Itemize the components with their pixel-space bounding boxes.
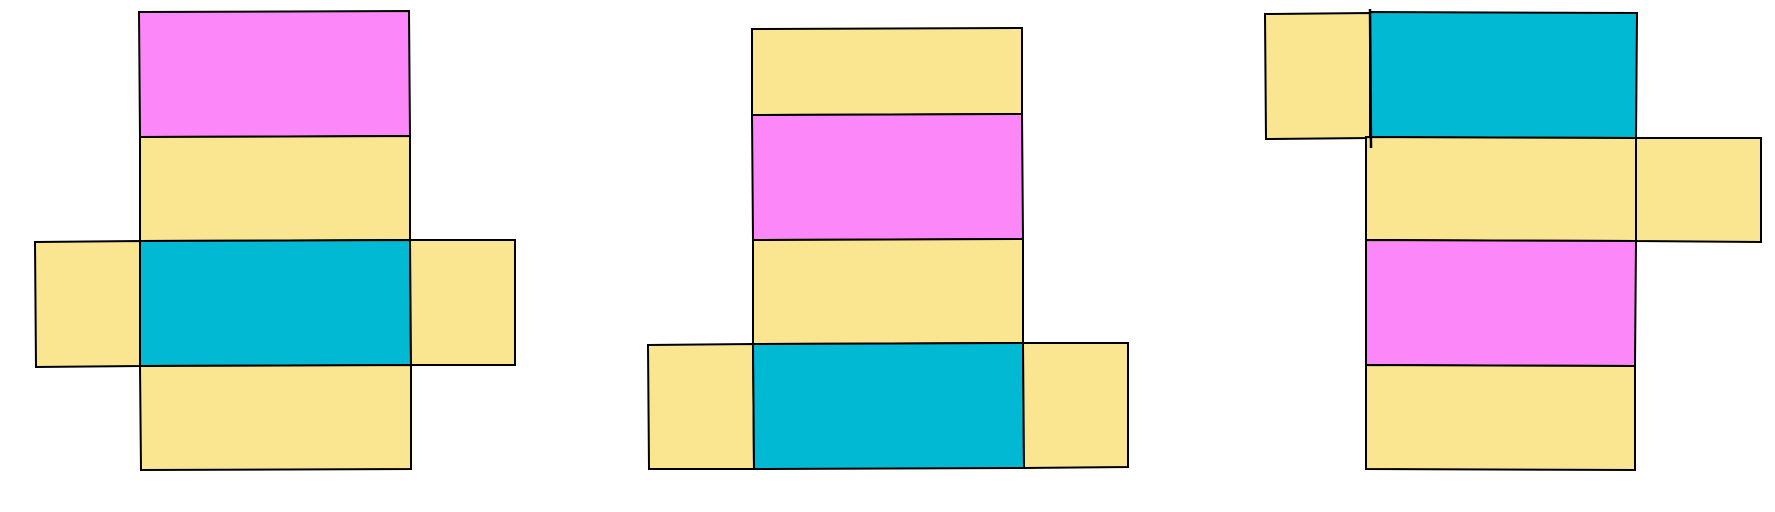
net-1-bottom-face xyxy=(138,363,412,472)
net-3-top-face xyxy=(1369,10,1639,140)
net-1-upper-face xyxy=(139,134,411,243)
net-2-left-flap xyxy=(646,342,756,470)
net-1 xyxy=(33,9,516,472)
net-3-fold-line xyxy=(1368,8,1373,149)
net-3-third-face xyxy=(1365,238,1638,368)
net-2-top-face xyxy=(751,26,1023,117)
net-1-middle-face xyxy=(139,238,413,368)
net-2-second-face xyxy=(750,112,1025,242)
net-3 xyxy=(1263,8,1762,472)
net-1-left-flap xyxy=(33,239,141,369)
net-2-bottom-face xyxy=(751,341,1026,471)
net-3-right-flap xyxy=(1635,137,1762,244)
net-3-bottom-face xyxy=(1365,363,1636,472)
net-1-right-flap xyxy=(408,239,516,366)
net-1-top-face xyxy=(137,9,412,139)
net-3-left-flap xyxy=(1263,11,1371,141)
net-3-second-face xyxy=(1365,135,1637,243)
net-2 xyxy=(646,26,1129,471)
net-2-third-face xyxy=(752,237,1024,346)
net-2-right-flap xyxy=(1021,342,1129,470)
